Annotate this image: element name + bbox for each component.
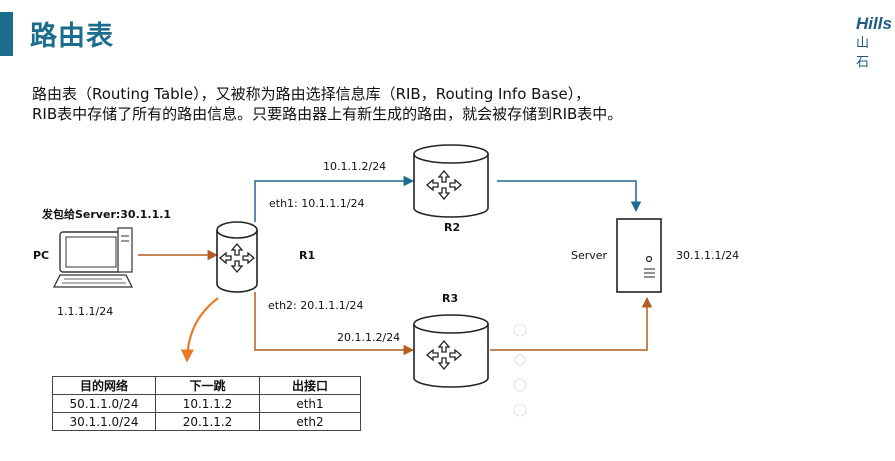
table-row: 50.1.1.0/24 10.1.1.2 eth1	[52, 394, 361, 413]
cell-out-interface: eth1	[259, 394, 361, 413]
r2-label: R2	[444, 221, 461, 234]
pc-ip-label: 1.1.1.1/24	[57, 305, 114, 318]
logo-subtext: 山石	[856, 36, 880, 70]
routing-table: 目的网络 下一跳 出接口 50.1.1.0/24 10.1.1.2 eth1 3…	[52, 376, 361, 431]
link-r3-server	[490, 296, 653, 351]
r2-ip-label: 10.1.1.2/24	[323, 160, 387, 173]
link-r1-r2	[254, 175, 415, 222]
cell-destination: 30.1.1.0/24	[52, 412, 156, 431]
watermark-icon	[513, 323, 527, 417]
description-line-2: RIB表中存储了所有的路由信息。只要路由器上有新生成的路由，就会被存储到RIB表…	[32, 105, 623, 123]
router-r1-icon	[216, 221, 258, 293]
r1-eth1-label: eth1: 10.1.1.1/24	[269, 197, 365, 210]
pc-icon	[52, 227, 134, 288]
cell-out-interface: eth2	[259, 412, 361, 431]
pc-label: PC	[33, 249, 50, 262]
page-title: 路由表	[30, 21, 114, 52]
cell-destination: 50.1.1.0/24	[52, 394, 156, 413]
link-r1-r3	[254, 292, 415, 356]
router-r3-icon	[413, 314, 489, 388]
table-header-row: 目的网络 下一跳 出接口	[52, 376, 361, 395]
description: 路由表（Routing Table），又被称为路由选择信息库（RIB，Routi…	[32, 84, 872, 124]
table-row: 30.1.1.0/24 20.1.1.2 eth2	[52, 412, 361, 431]
server-label: Server	[571, 249, 608, 262]
cell-next-hop: 20.1.1.2	[155, 412, 260, 431]
title-accent-bar	[0, 12, 13, 56]
r3-label: R3	[442, 292, 459, 305]
server-ip-label: 30.1.1.1/24	[676, 249, 740, 262]
cell-next-hop: 10.1.1.2	[155, 394, 260, 413]
router-r2-icon	[413, 144, 489, 218]
company-logo: Hills 山石	[856, 14, 895, 70]
server-icon	[616, 218, 662, 293]
header-out-interface: 出接口	[259, 376, 361, 395]
callout-arrow	[180, 297, 219, 363]
r1-label: R1	[299, 249, 316, 262]
link-r2-server	[497, 180, 642, 213]
description-line-1: 路由表（Routing Table），又被称为路由选择信息库（RIB，Routi…	[32, 85, 591, 103]
r1-eth2-label: eth2: 20.1.1.1/24	[268, 299, 364, 312]
send-note-label: 发包给Server:30.1.1.1	[42, 208, 172, 221]
header-next-hop: 下一跳	[155, 376, 260, 395]
header-destination: 目的网络	[52, 376, 156, 395]
logo-text: Hills	[856, 14, 892, 33]
r3-ip-label: 20.1.1.2/24	[337, 331, 401, 344]
